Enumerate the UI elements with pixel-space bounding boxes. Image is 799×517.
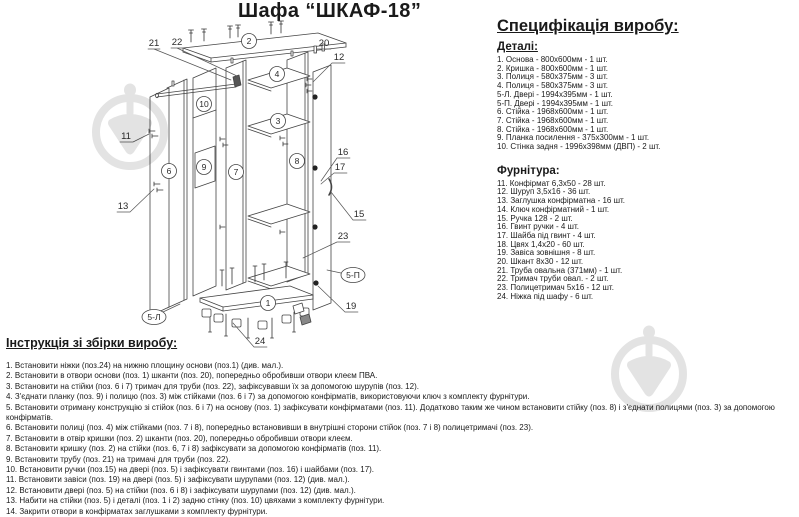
stile-6: [166, 78, 188, 309]
spec-heading: Специфікація виробу:: [497, 17, 679, 35]
hardware-item: 22. Тримач труби овал. - 2 шт.: [497, 274, 609, 284]
callout-20: 20: [319, 38, 330, 49]
instruction-step: 11. Встановити завіси (поз. 19) на двері…: [6, 475, 350, 485]
hardware-item: 13. Заглушка конфірматна - 16 шт.: [497, 196, 626, 206]
callout-2: 2: [247, 36, 252, 46]
detail-item: 2. Кришка - 800х600мм - 1 шт.: [497, 63, 609, 73]
hardware-item: 18. Цвях 1,4х20 - 60 шт.: [497, 239, 585, 249]
instruction-step: 4. З'єднати планку (поз. 9) і полицю (по…: [6, 392, 530, 402]
spec-panel: Специфікація виробу: Деталі: 1. Основа -…: [497, 17, 797, 302]
door-right-5p: [312, 64, 333, 311]
instruction-step: 3. Встановити на стійки (поз. 6 і 7) три…: [6, 381, 419, 391]
top-screws: [188, 20, 284, 43]
detail-item: 6. Стійка - 1968х600мм - 1 шт.: [497, 107, 609, 117]
instructions-list: 1. Встановити ніжки (поз.24) на нижню пл…: [6, 361, 797, 517]
hinge-dot: [313, 280, 319, 286]
callout-4: 4: [275, 69, 280, 79]
detail-item: 3. Полиця - 580х375мм - 3 шт.: [497, 72, 608, 82]
callout-22: 22: [172, 37, 183, 48]
hardware-item: 23. Полицетримач 5х16 - 12 шт.: [497, 283, 614, 293]
callout-10: 10: [199, 99, 209, 109]
callout-5p: 5-П: [346, 270, 360, 280]
instruction-step: 6. Встановити полиці (поз. 4) між стійка…: [6, 423, 534, 433]
hardware-item: 14. Ключ конфірматний - 1 шт.: [497, 204, 610, 214]
callout-16: 16: [338, 147, 349, 158]
hardware-item: 11. Конфірмат 6,3х50 - 28 шт.: [497, 178, 606, 188]
instruction-step: 5. Встановити отриману конструкцію зі ст…: [6, 402, 775, 423]
callout-15: 15: [354, 209, 365, 220]
hardware-item: 17. Шайба під гвинт - 4 шт.: [497, 230, 596, 240]
instruction-step: 9. Встановити трубу (поз. 21) на тримачі…: [6, 454, 231, 464]
product-title: Шафа “ШКАФ-18”: [238, 0, 422, 22]
hardware-item: 19. Завіса зовнішня - 8 шт.: [497, 248, 596, 258]
instruction-step: 7. Встановити в отвір кришки (поз. 2) шк…: [6, 433, 353, 443]
callout-19: 19: [346, 301, 357, 312]
detail-item: 9. Планка посилення - 375х300мм - 1 шт.: [497, 133, 650, 143]
hardware-item: 21. Труба овальна (371мм) - 1 шт.: [497, 265, 623, 275]
hinge-dot: [312, 94, 318, 100]
base-assembly: [199, 261, 314, 339]
hinge-dot: [312, 165, 318, 171]
legs: [201, 307, 310, 330]
shelves-right: [247, 67, 311, 290]
instructions-panel: Інструкція зі збірки виробу: 1. Встанови…: [6, 336, 797, 517]
details-list: 1. Основа - 800х600мм - 1 шт.2. Кришка -…: [497, 55, 797, 152]
hardware-item: 16. Гвинт ручки - 4 шт.: [497, 222, 579, 232]
handle-icon: [328, 178, 333, 196]
detail-item: 10. Стінка задня - 1996х398мм (ДВП) - 2 …: [497, 142, 661, 152]
callout-9: 9: [202, 162, 207, 172]
callout-5l: 5-Л: [147, 312, 160, 322]
instruction-step: 8. Встановити кришку (поз. 2) на стійки …: [6, 444, 382, 454]
callout-21: 21: [149, 38, 160, 49]
instruction-step: 1. Встановити ніжки (поз.24) на нижню пл…: [6, 361, 284, 370]
hinge-dot: [312, 224, 318, 230]
instruction-step: 14. Закрити отвори в конфірматах заглушк…: [6, 506, 268, 516]
hardware-item: 20. Шкант 8х30 - 12 шт.: [497, 257, 584, 267]
detail-item: 7. Стійка - 1968х600мм - 1 шт.: [497, 115, 609, 125]
detail-item: 4. Полиця - 580х375мм - 3 шт.: [497, 81, 608, 91]
callout-6: 6: [167, 166, 172, 176]
back-panel-strip: [192, 67, 217, 297]
hardware-heading: Фурнітура:: [497, 164, 560, 177]
callout-1: 1: [266, 298, 271, 308]
hardware-list: 11. Конфірмат 6,3х50 - 28 шт.12. Шуруп 3…: [497, 178, 797, 302]
instructions-heading: Інструкція зі збірки виробу:: [6, 336, 178, 350]
callout-13: 13: [118, 201, 129, 212]
detail-item: 8. Стійка - 1968х600мм - 1 шт.: [497, 124, 609, 134]
assembly-diagram: 21 22 20 12 11 13 16 17 15 23 19 24 2 4 …: [116, 20, 367, 348]
callout-11: 11: [121, 131, 131, 142]
details-heading: Деталі:: [497, 41, 538, 53]
detail-item: 5-Л. Двері - 1994х395мм - 1 шт.: [497, 89, 613, 99]
hardware-item: 15. Ручка 128 - 2 шт.: [497, 213, 573, 223]
callout-23: 23: [338, 231, 349, 242]
instruction-step: 10. Встановити ручки (поз.15) на двері (…: [6, 465, 375, 475]
instruction-step: 12. Встановити двері (поз. 5) на стійки …: [6, 485, 356, 495]
door-left-5l: [149, 87, 170, 317]
detail-item: 1. Основа - 800х600мм - 1 шт.: [497, 55, 608, 64]
callout-17: 17: [335, 162, 346, 173]
base-screws: [208, 261, 296, 339]
callout-12: 12: [334, 52, 345, 63]
callout-8: 8: [295, 156, 300, 166]
circled-callouts: 2 4 10 3 8 9 6 7 1 5-П 5-Л: [141, 33, 366, 325]
dowel-pins: [171, 43, 325, 87]
hanging-rod: [155, 74, 242, 99]
instruction-step: 2. Встановити в отвори основи (поз. 1) ш…: [6, 371, 378, 381]
callout-24: 24: [255, 336, 266, 347]
instruction-step: 13. Набити на стійки (поз. 5) і деталі (…: [6, 496, 385, 506]
hardware-item: 12. Шуруп 3,5х16 - 36 шт.: [497, 187, 591, 197]
hardware-item: 24. Ніжка під шафу - 6 шт.: [497, 291, 594, 301]
callout-3: 3: [276, 116, 281, 126]
detail-item: 5-П. Двері - 1994х395мм - 1 шт.: [497, 98, 614, 108]
callout-7: 7: [234, 167, 239, 177]
